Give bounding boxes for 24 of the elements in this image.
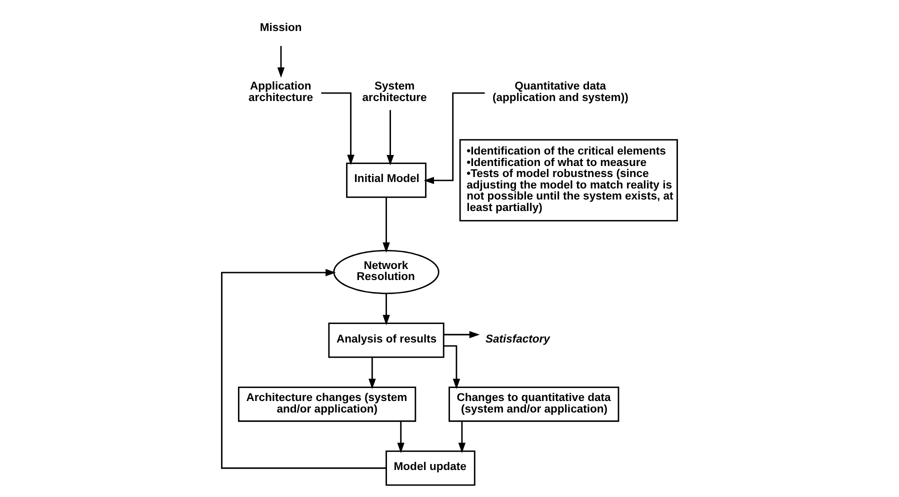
node-box: Changes to quantitative data (system and/or application) (448, 386, 620, 422)
arrow (221, 268, 386, 469)
node-box: Model update (386, 450, 476, 486)
node-text: Mission (260, 22, 302, 34)
node-text: Application architecture (248, 80, 314, 104)
arrow (397, 421, 404, 454)
arrow (444, 345, 460, 390)
node-box: •Identification of the critical elements •Identification of what to measure •Tests of model robustness (since adjusting the model to match reality is not possible until the system exists, at least partially) (459, 139, 678, 222)
arrow (277, 46, 285, 78)
arrow (382, 197, 390, 253)
arrow (458, 421, 466, 454)
node-box: Architecture changes (system and/or application) (238, 386, 416, 422)
arrow (382, 294, 390, 326)
arrow (321, 92, 354, 166)
node-box: Analysis of results (328, 322, 444, 358)
arrow (424, 92, 485, 184)
node-ellipse: Network Resolution (333, 250, 440, 294)
arrow (386, 110, 394, 166)
arrow (444, 331, 480, 338)
arrow (368, 357, 376, 390)
node-text: Quantitative data (application and system)) (492, 80, 628, 104)
node-box: Initial Model (346, 162, 426, 198)
node-text: Satisfactory (485, 333, 550, 346)
node-text: System architecture (362, 80, 427, 104)
